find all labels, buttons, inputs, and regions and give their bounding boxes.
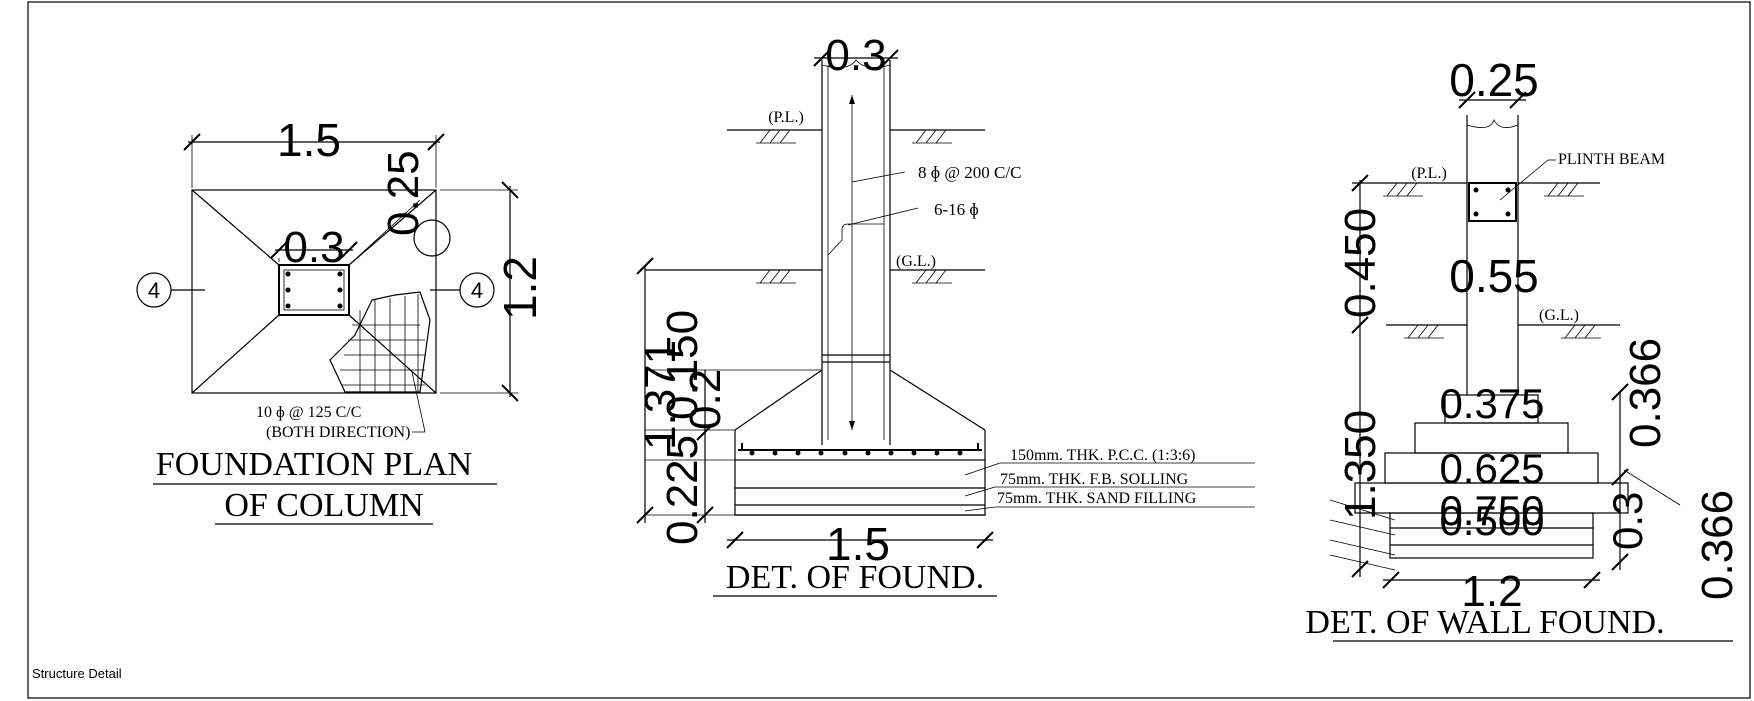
dim-wall-1350: 1.350 [1336,410,1385,520]
dim-wall-top: 0.25 [1449,54,1539,106]
svg-text:4: 4 [148,278,160,303]
wall-foundation-detail: PLINTH BEAM (P.L.) (G.L.) [1305,54,1742,642]
drawing-border [27,1,1751,699]
dim-wall-12: 1.2 [1461,567,1522,616]
dim-wall-0366b: 0.366 [1693,490,1742,600]
wall-plinth-label: PLINTH BEAM [1558,151,1665,168]
found-layer-pcc: 150mm. THK. P.C.C. (1:3:6) [1010,447,1196,464]
dim-wall-0366a: 0.366 [1621,338,1670,448]
plan-title-line2: OF COLUMN [224,487,423,524]
found-layer-sand: 75mm. THK. SAND FILLING [997,490,1197,507]
wall-label-pl: (P.L.) [1411,165,1447,182]
foundation-plan: 4 4 1.5 0.3 0.25 1.2 10 ɸ @ 125 C/C (BOT… [136,114,546,525]
dim-wall-0375: 0.375 [1439,380,1544,427]
dim-plan-offset: 0.25 [379,150,428,236]
found-label-gl: (G.L.) [896,253,936,270]
dim-plan-length: 1.2 [494,256,546,320]
footer-label: Structure Detail [32,666,122,681]
dim-found-1371: 1.371 [636,340,685,450]
dim-plan-width: 1.5 [277,114,341,166]
column-outline [278,264,350,316]
dim-wall-0750: 0.750 [1439,487,1544,534]
svg-text:4: 4 [471,278,483,303]
foundation-detail: (P.L.) (G.L.) 0.3 8 ɸ @ 200 C/C 6-16 ɸ 1… [636,31,1255,597]
dim-wall-055: 0.55 [1449,250,1539,302]
dim-found-0225: 0.225 [658,435,707,545]
plan-title-line1: FOUNDATION PLAN [156,446,472,483]
dim-found-column: 0.3 [825,31,886,80]
found-title: DET. OF FOUND. [726,559,984,596]
wall-title: DET. OF WALL FOUND. [1305,604,1664,641]
footing-outline [191,189,437,394]
dim-found-base: 1.5 [826,518,890,570]
plan-rebar-note: 10 ɸ @ 125 C/C [256,404,361,421]
dim-found-150: 0.150 [658,310,707,420]
plan-rebar-note2: (BOTH DIRECTION) [266,424,410,441]
dim-wall-0500: 0.500 [1439,497,1544,544]
plinth-beam [1468,182,1517,222]
dim-found-02: 0.2 [681,369,730,430]
found-label-pl: (P.L.) [768,109,804,126]
dim-wall-03: 0.3 [1604,492,1651,550]
dim-plan-column: 0.3 [283,223,344,272]
found-ring-note: 8 ɸ @ 200 C/C [918,163,1021,182]
wall-label-gl: (G.L.) [1539,307,1579,324]
found-bar-note: 6-16 ɸ [934,200,979,219]
dim-wall-0625: 0.625 [1439,445,1544,492]
dim-wall-0450: 0.450 [1336,208,1385,318]
found-layer-fb: 75mm. THK. F.B. SOLLING [1000,471,1189,488]
